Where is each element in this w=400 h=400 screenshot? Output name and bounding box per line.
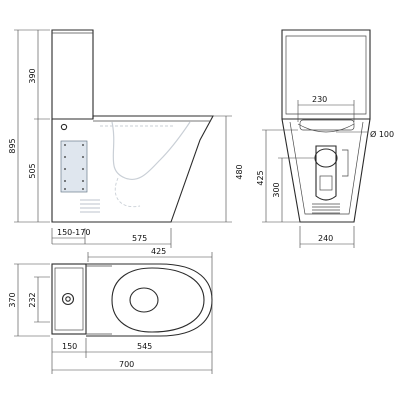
plan-cistern-inner <box>54 267 84 331</box>
front-top-flange <box>299 119 355 131</box>
side-access-plate <box>60 140 88 193</box>
label-tank-width: 232 <box>28 292 37 307</box>
dim-outlet-height-line <box>262 157 316 223</box>
side-view: 895 390 505 480 150-170 575 <box>8 29 244 248</box>
front-pipe-outline <box>315 145 337 201</box>
front-cistern-outline <box>281 29 371 120</box>
dim-rim-height-line <box>171 115 232 223</box>
label-bowl-height: 505 <box>28 163 37 178</box>
dim-total-height-line <box>14 29 50 223</box>
internal-outlet-ghost <box>114 177 141 208</box>
label-rim-height: 480 <box>235 164 244 179</box>
front-outlet-opening <box>297 123 355 133</box>
label-total-width: 370 <box>8 292 17 307</box>
dim-overall-height-line <box>262 129 298 222</box>
label-base-width: 240 <box>318 234 333 243</box>
front-pipe-bracket <box>342 149 349 177</box>
label-total-height: 895 <box>8 138 17 153</box>
label-tank-height: 390 <box>28 68 37 83</box>
dim-total-width-line <box>14 263 50 337</box>
front-pipe-mouth <box>314 148 338 168</box>
front-body-inner <box>289 121 364 215</box>
plate-screws <box>64 144 84 190</box>
dim-tank-height-line <box>34 30 50 120</box>
plan-bowl-step-line <box>86 265 112 335</box>
side-cistern-outline <box>51 29 94 120</box>
front-cistern-inner <box>285 35 367 115</box>
label-depth: 575 <box>132 234 147 243</box>
label-overall-height: 425 <box>256 170 265 185</box>
label-inlet-range: 150-170 <box>57 228 90 237</box>
plan-cistern-outline <box>51 263 87 335</box>
plan-view: 370 232 425 150 545 700 <box>8 247 213 374</box>
label-bowl-length: 425 <box>151 247 166 256</box>
plan-bowl-drain <box>129 287 159 313</box>
label-top-width: 230 <box>312 95 327 104</box>
front-body-outline <box>281 118 371 223</box>
side-fixing-hole <box>60 123 68 131</box>
label-tank-depth: 150 <box>62 342 77 351</box>
dim-inlet-range-line <box>51 228 86 244</box>
plan-flush-button-inner <box>65 296 71 302</box>
dim-bowl-depth-line <box>86 300 213 374</box>
plan-flush-button <box>61 292 75 306</box>
side-vent-slots <box>80 199 100 213</box>
plan-bowl-outline <box>86 263 213 337</box>
front-view: 230 Ø 100 425 300 240 <box>256 29 394 248</box>
label-bowl-depth: 545 <box>137 342 152 351</box>
internal-trap-ghost <box>111 121 191 180</box>
side-bowl-outline <box>51 115 214 223</box>
dim-tank-width-line <box>34 276 50 323</box>
plan-bowl-seat <box>111 267 205 333</box>
label-total-length: 700 <box>119 360 134 369</box>
dim-top-width-line <box>297 100 355 122</box>
front-base-grille <box>312 203 340 214</box>
dim-base-width-line <box>299 226 355 248</box>
label-pipe-diameter: Ø 100 <box>370 129 394 139</box>
dim-bowl-length-line <box>87 252 213 296</box>
label-outlet-height: 300 <box>272 182 281 197</box>
dim-tank-depth-line <box>51 338 87 374</box>
front-pipe-collar <box>319 175 333 191</box>
dim-depth-line <box>52 228 172 248</box>
